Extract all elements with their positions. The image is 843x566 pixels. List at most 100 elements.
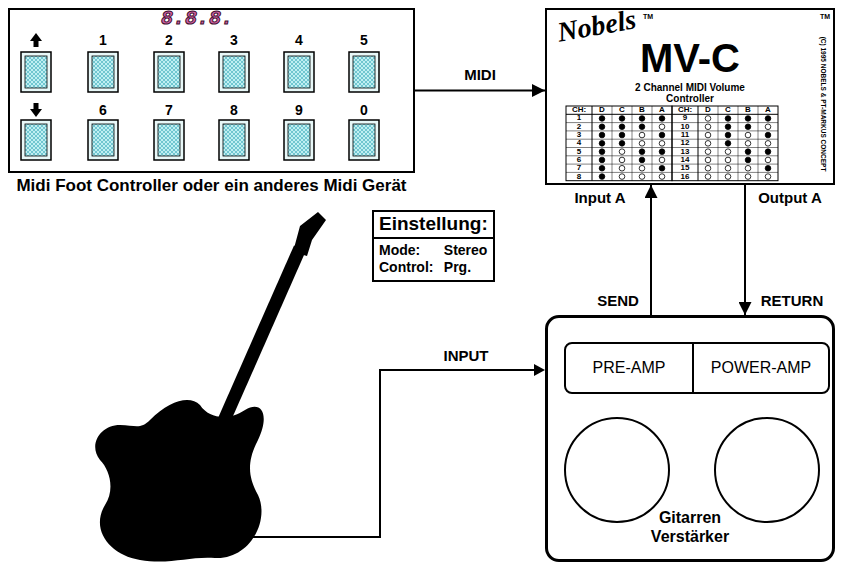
table-rule — [566, 155, 672, 156]
foot-switch — [349, 120, 379, 160]
channel-number: 14 — [681, 156, 690, 164]
dot-on — [599, 132, 605, 138]
table-frame — [566, 106, 672, 181]
dot-off — [619, 149, 625, 155]
foot-switch-pad — [223, 56, 245, 88]
channel-number: 11 — [681, 131, 689, 139]
dot-on — [725, 116, 731, 122]
table-rule — [632, 106, 633, 181]
port-label: Output A — [756, 190, 824, 205]
model-name: MV-C — [640, 38, 740, 78]
foot-switch-pad — [25, 56, 47, 88]
table-rule — [566, 122, 672, 123]
dot-off — [745, 141, 751, 147]
port-label: Input A — [572, 190, 627, 205]
up-arrow — [30, 33, 42, 47]
dot-on — [725, 124, 731, 130]
dot-on — [765, 165, 771, 171]
setting-value: Stereo — [444, 242, 488, 259]
foot-switch — [88, 120, 118, 160]
trademark: TM — [643, 13, 653, 20]
dot-on — [599, 174, 605, 180]
setting-value: Prg. — [444, 259, 488, 276]
settings-grid: Mode:StereoControl:Prg. — [374, 239, 493, 280]
dot-off — [639, 174, 645, 180]
table-rule — [566, 172, 672, 173]
dot-off — [639, 141, 645, 147]
dot-off — [765, 174, 771, 180]
foot-switch — [88, 52, 118, 92]
edge-label: SEND — [595, 293, 641, 308]
channel-number: 10 — [681, 123, 690, 131]
dot-on — [765, 149, 771, 155]
channel-number: 6 — [577, 156, 581, 164]
dot-off — [705, 157, 711, 163]
dot-off — [659, 124, 665, 130]
dot-on — [639, 124, 645, 130]
dot-on — [659, 132, 665, 138]
dot-on — [619, 124, 625, 130]
table-rule — [566, 164, 672, 165]
dot-on — [745, 157, 751, 163]
foot-switch-pad — [353, 56, 375, 88]
foot-switch-pad — [92, 124, 114, 156]
segment-display: 8.8.8. — [161, 9, 233, 29]
dot-off — [725, 165, 731, 171]
foot-switch-pad — [92, 56, 114, 88]
guitar-amplifier: Gitarren VerstärkerPRE-AMPPOWER-AMP — [545, 315, 835, 562]
foot-switch — [154, 120, 184, 160]
dot-off — [725, 157, 731, 163]
dot-off — [725, 174, 731, 180]
dot-on — [619, 141, 625, 147]
button-number: 6 — [99, 103, 107, 117]
setting-name: Mode: — [379, 242, 434, 259]
dot-on — [599, 149, 605, 155]
foot-switch-pad — [288, 56, 310, 88]
dot-on — [639, 149, 645, 155]
volume-controller: NobelsMV-C2 Channel MIDI Volume Controll… — [545, 8, 835, 185]
table-rule — [566, 139, 672, 140]
dot-on — [639, 157, 645, 163]
table-header: A — [765, 106, 771, 114]
dot-off — [639, 165, 645, 171]
dot-on — [599, 165, 605, 171]
channel-number: 5 — [577, 148, 581, 156]
dot-off — [725, 149, 731, 155]
dot-off — [705, 141, 711, 147]
dot-off — [705, 124, 711, 130]
preamp-section: PRE-AMP — [564, 342, 694, 394]
table-header: CH: — [572, 106, 586, 114]
table-header: D — [705, 106, 711, 114]
button-number: 8 — [230, 103, 238, 117]
foot-switch — [21, 52, 51, 92]
dot-on — [599, 141, 605, 147]
button-number: 7 — [165, 103, 173, 117]
dot-off — [619, 165, 625, 171]
input-cable — [240, 364, 545, 537]
button-number: 5 — [360, 33, 368, 47]
dot-off — [765, 124, 771, 130]
table-frame — [672, 106, 778, 181]
dot-off — [745, 174, 751, 180]
table-rule — [566, 147, 672, 148]
foot-controller: Midi Foot Controller oder ein anderes Mi… — [8, 8, 415, 218]
table-header: A — [659, 106, 665, 114]
settings-box: Einstellung:Mode:StereoControl:Prg. — [372, 210, 495, 282]
guitar-silhouette — [95, 212, 326, 562]
dot-off — [619, 174, 625, 180]
dot-on — [599, 157, 605, 163]
poweramp-section: POWER-AMP — [692, 342, 830, 394]
table-header: CH: — [678, 106, 692, 114]
foot-switch — [219, 120, 249, 160]
foot-switch-pad — [353, 124, 375, 156]
dot-off — [705, 132, 711, 138]
table-header: C — [619, 106, 625, 114]
table-header: C — [725, 106, 731, 114]
foot-switch-pad — [158, 124, 180, 156]
section-name: POWER-AMP — [711, 359, 811, 377]
dot-on — [745, 116, 751, 122]
table-header: D — [599, 106, 605, 114]
foot-switch — [154, 52, 184, 92]
trademark: TM — [820, 13, 830, 20]
dot-off — [745, 165, 751, 171]
